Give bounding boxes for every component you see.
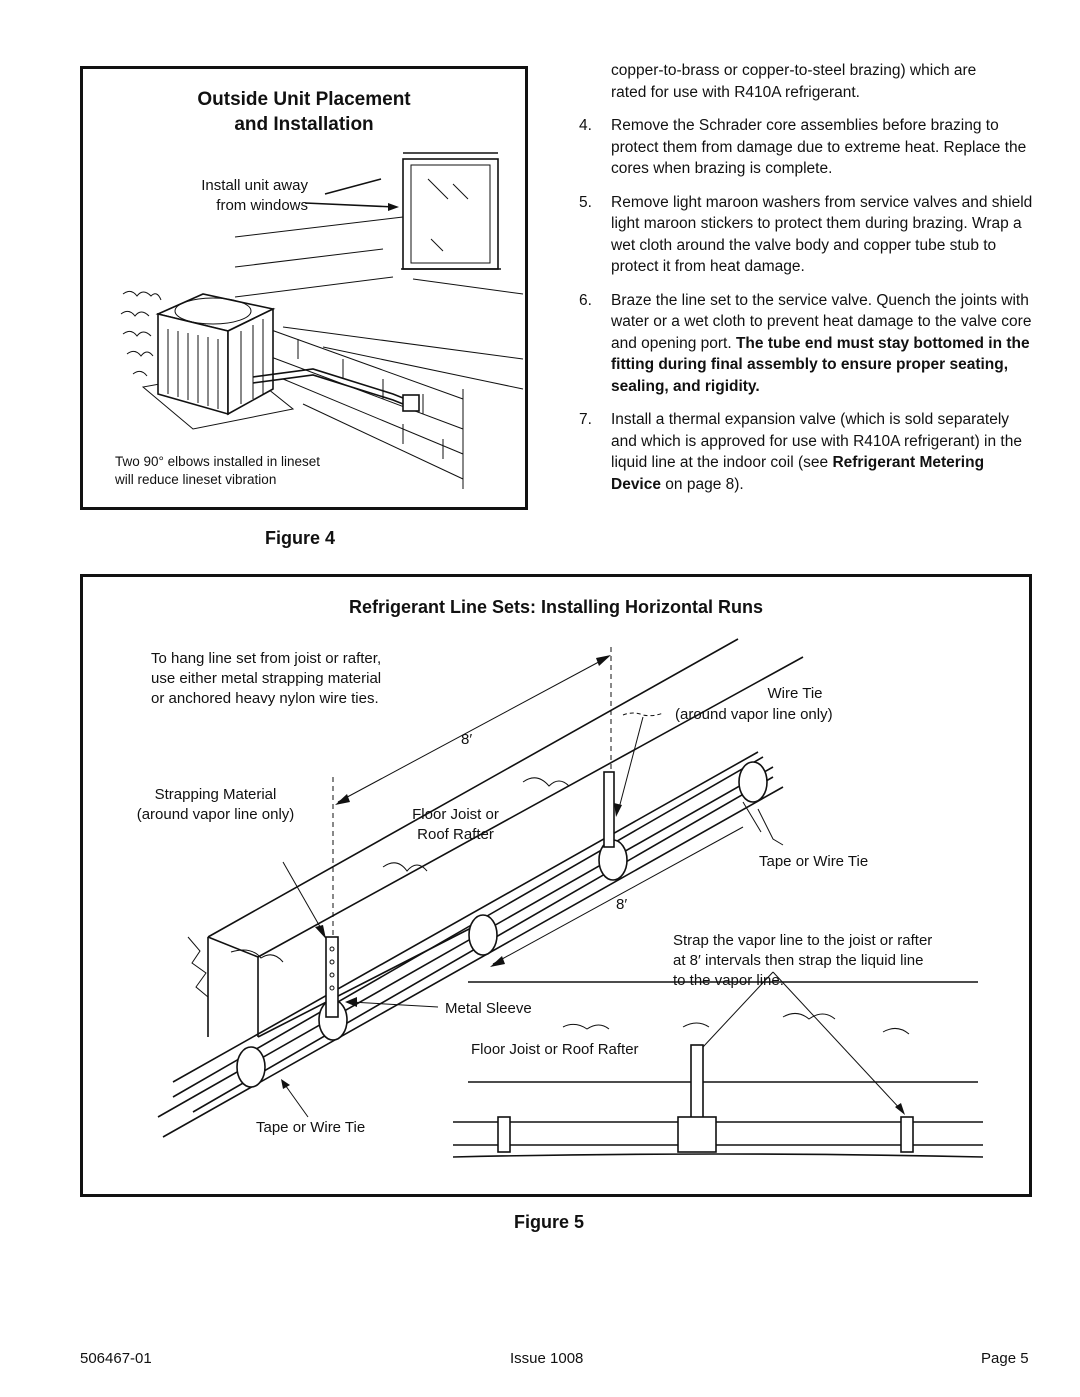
figure-4-title-line2: and Installation — [234, 114, 374, 135]
wire-tie-mid — [603, 712, 664, 848]
page-number: Page 5 — [981, 1350, 1029, 1367]
step-7: 7. Install a thermal expansion valve (wh… — [568, 409, 1038, 495]
step-6-number: 6. — [579, 291, 592, 309]
figure-5-box: Refrigerant Line Sets: Installing Horizo… — [80, 574, 1032, 1197]
wire-tie-label: Wire Tie — [695, 684, 895, 704]
figure-4-title-line1: Outside Unit Placement — [197, 89, 411, 110]
strapping-label: Strapping Material (around vapor line on… — [123, 785, 308, 825]
label-install-away-line1: Install unit away — [201, 177, 308, 194]
step-7-text: Install a thermal expansion valve (which… — [611, 411, 1022, 471]
strapping-line2: (around vapor line only) — [136, 806, 295, 823]
dimension-mid — [490, 801, 762, 967]
step-4-text: Remove the Schrader core assemblies befo… — [611, 117, 1027, 177]
ac-unit-drawing — [155, 293, 276, 416]
window-drawing — [401, 152, 501, 270]
tape-right-label: Tape or Wire Tie — [759, 853, 869, 870]
hang-line1: To hang line set from joist or rafter, — [151, 650, 382, 667]
step-6-bold-text: The tube end must stay bottomed in the f… — [611, 334, 1030, 395]
lineset-drawing — [252, 368, 420, 412]
tape-left-label: Tape or Wire Tie — [256, 1119, 366, 1136]
figure-4-caption: Figure 4 — [265, 528, 336, 548]
step-5-number: 5. — [579, 193, 592, 211]
figure-5-title: Refrigerant Line Sets: Installing Horizo… — [348, 597, 764, 617]
step-5-text: Remove light maroon washers from service… — [611, 193, 1033, 276]
label-install-away-line2: from windows — [216, 197, 308, 214]
strap-note: Strap the vapor line to the joist or raf… — [673, 931, 932, 991]
metal-strap — [282, 861, 339, 1018]
figure-4-title: Outside Unit Placement and Installation — [83, 87, 525, 137]
doc-number: 506467-01 — [80, 1350, 152, 1367]
outdoor-unit-illustration — [120, 152, 524, 489]
steps-intro: copper-to-brass or copper-to-steel brazi… — [568, 60, 1038, 103]
wire-tie-text: Wire Tie — [767, 685, 823, 702]
hang-line3: or anchored heavy nylon wire ties. — [151, 690, 379, 707]
steps-intro-line2: rated for use with R410A refrigerant. — [611, 83, 860, 101]
hang-line2: use either metal strapping material — [151, 670, 382, 687]
strap-note-line2: at 8′ intervals then strap the liquid li… — [673, 952, 924, 969]
joist-beam — [187, 638, 804, 1038]
dim-mid-label: 8′ — [616, 896, 628, 913]
house-siding — [234, 216, 524, 390]
step-6: 6. Braze the line set to the service val… — [568, 290, 1038, 398]
instruction-steps: copper-to-brass or copper-to-steel brazi… — [568, 60, 1038, 507]
step-7-link-ref: Refrigerant Metering Device — [611, 454, 985, 493]
figure-5-caption: Figure 5 — [514, 1212, 585, 1232]
joist-label: Floor Joist or Roof Rafter — [393, 805, 518, 845]
lineset-pipes — [157, 751, 784, 1138]
steps-intro-line1: copper-to-brass or copper-to-steel brazi… — [611, 62, 977, 79]
horizontal-run-illustration — [157, 638, 984, 1158]
step-6-text: Braze the line set to the service valve.… — [611, 291, 1032, 352]
wire-tie-sub-label: (around vapor line only) — [675, 706, 833, 723]
joist-line2: Roof Rafter — [417, 826, 494, 843]
step-7-tail: on page 8). — [665, 475, 744, 493]
dim-top-label: 8′ — [461, 731, 473, 748]
strap-note-line3: to the vapor line. — [673, 972, 784, 989]
joist-line1: Floor Joist or — [412, 806, 499, 823]
joist-bottom-label: Floor Joist or Roof Rafter — [471, 1041, 639, 1058]
shrub-drawing — [120, 290, 162, 377]
strap-note-line1: Strap the vapor line to the joist or raf… — [673, 932, 933, 949]
strapping-line1: Strapping Material — [154, 786, 277, 803]
note-elbows-line1: Two 90° elbows installed in lineset — [115, 454, 321, 469]
issue-number: Issue 1008 — [510, 1350, 584, 1367]
metal-sleeve-label: Metal Sleeve — [445, 1000, 532, 1017]
figure-4-box: Outside Unit Placement and Installation … — [80, 66, 528, 510]
step-4: 4. Remove the Schrader core assemblies b… — [568, 115, 1038, 180]
brick-wall — [262, 326, 464, 489]
hang-instructions: To hang line set from joist or rafter, u… — [151, 649, 381, 709]
note-elbows: Two 90° elbows installed in lineset will… — [115, 453, 320, 489]
step-7-number: 7. — [579, 411, 592, 428]
step-4-number: 4. — [579, 117, 592, 134]
label-install-away: Install unit away from windows — [178, 176, 308, 216]
step-5: 5. Remove light maroon washers from serv… — [568, 192, 1038, 278]
front-view-joist — [452, 971, 984, 1158]
note-elbows-line2: will reduce lineset vibration — [115, 472, 277, 487]
